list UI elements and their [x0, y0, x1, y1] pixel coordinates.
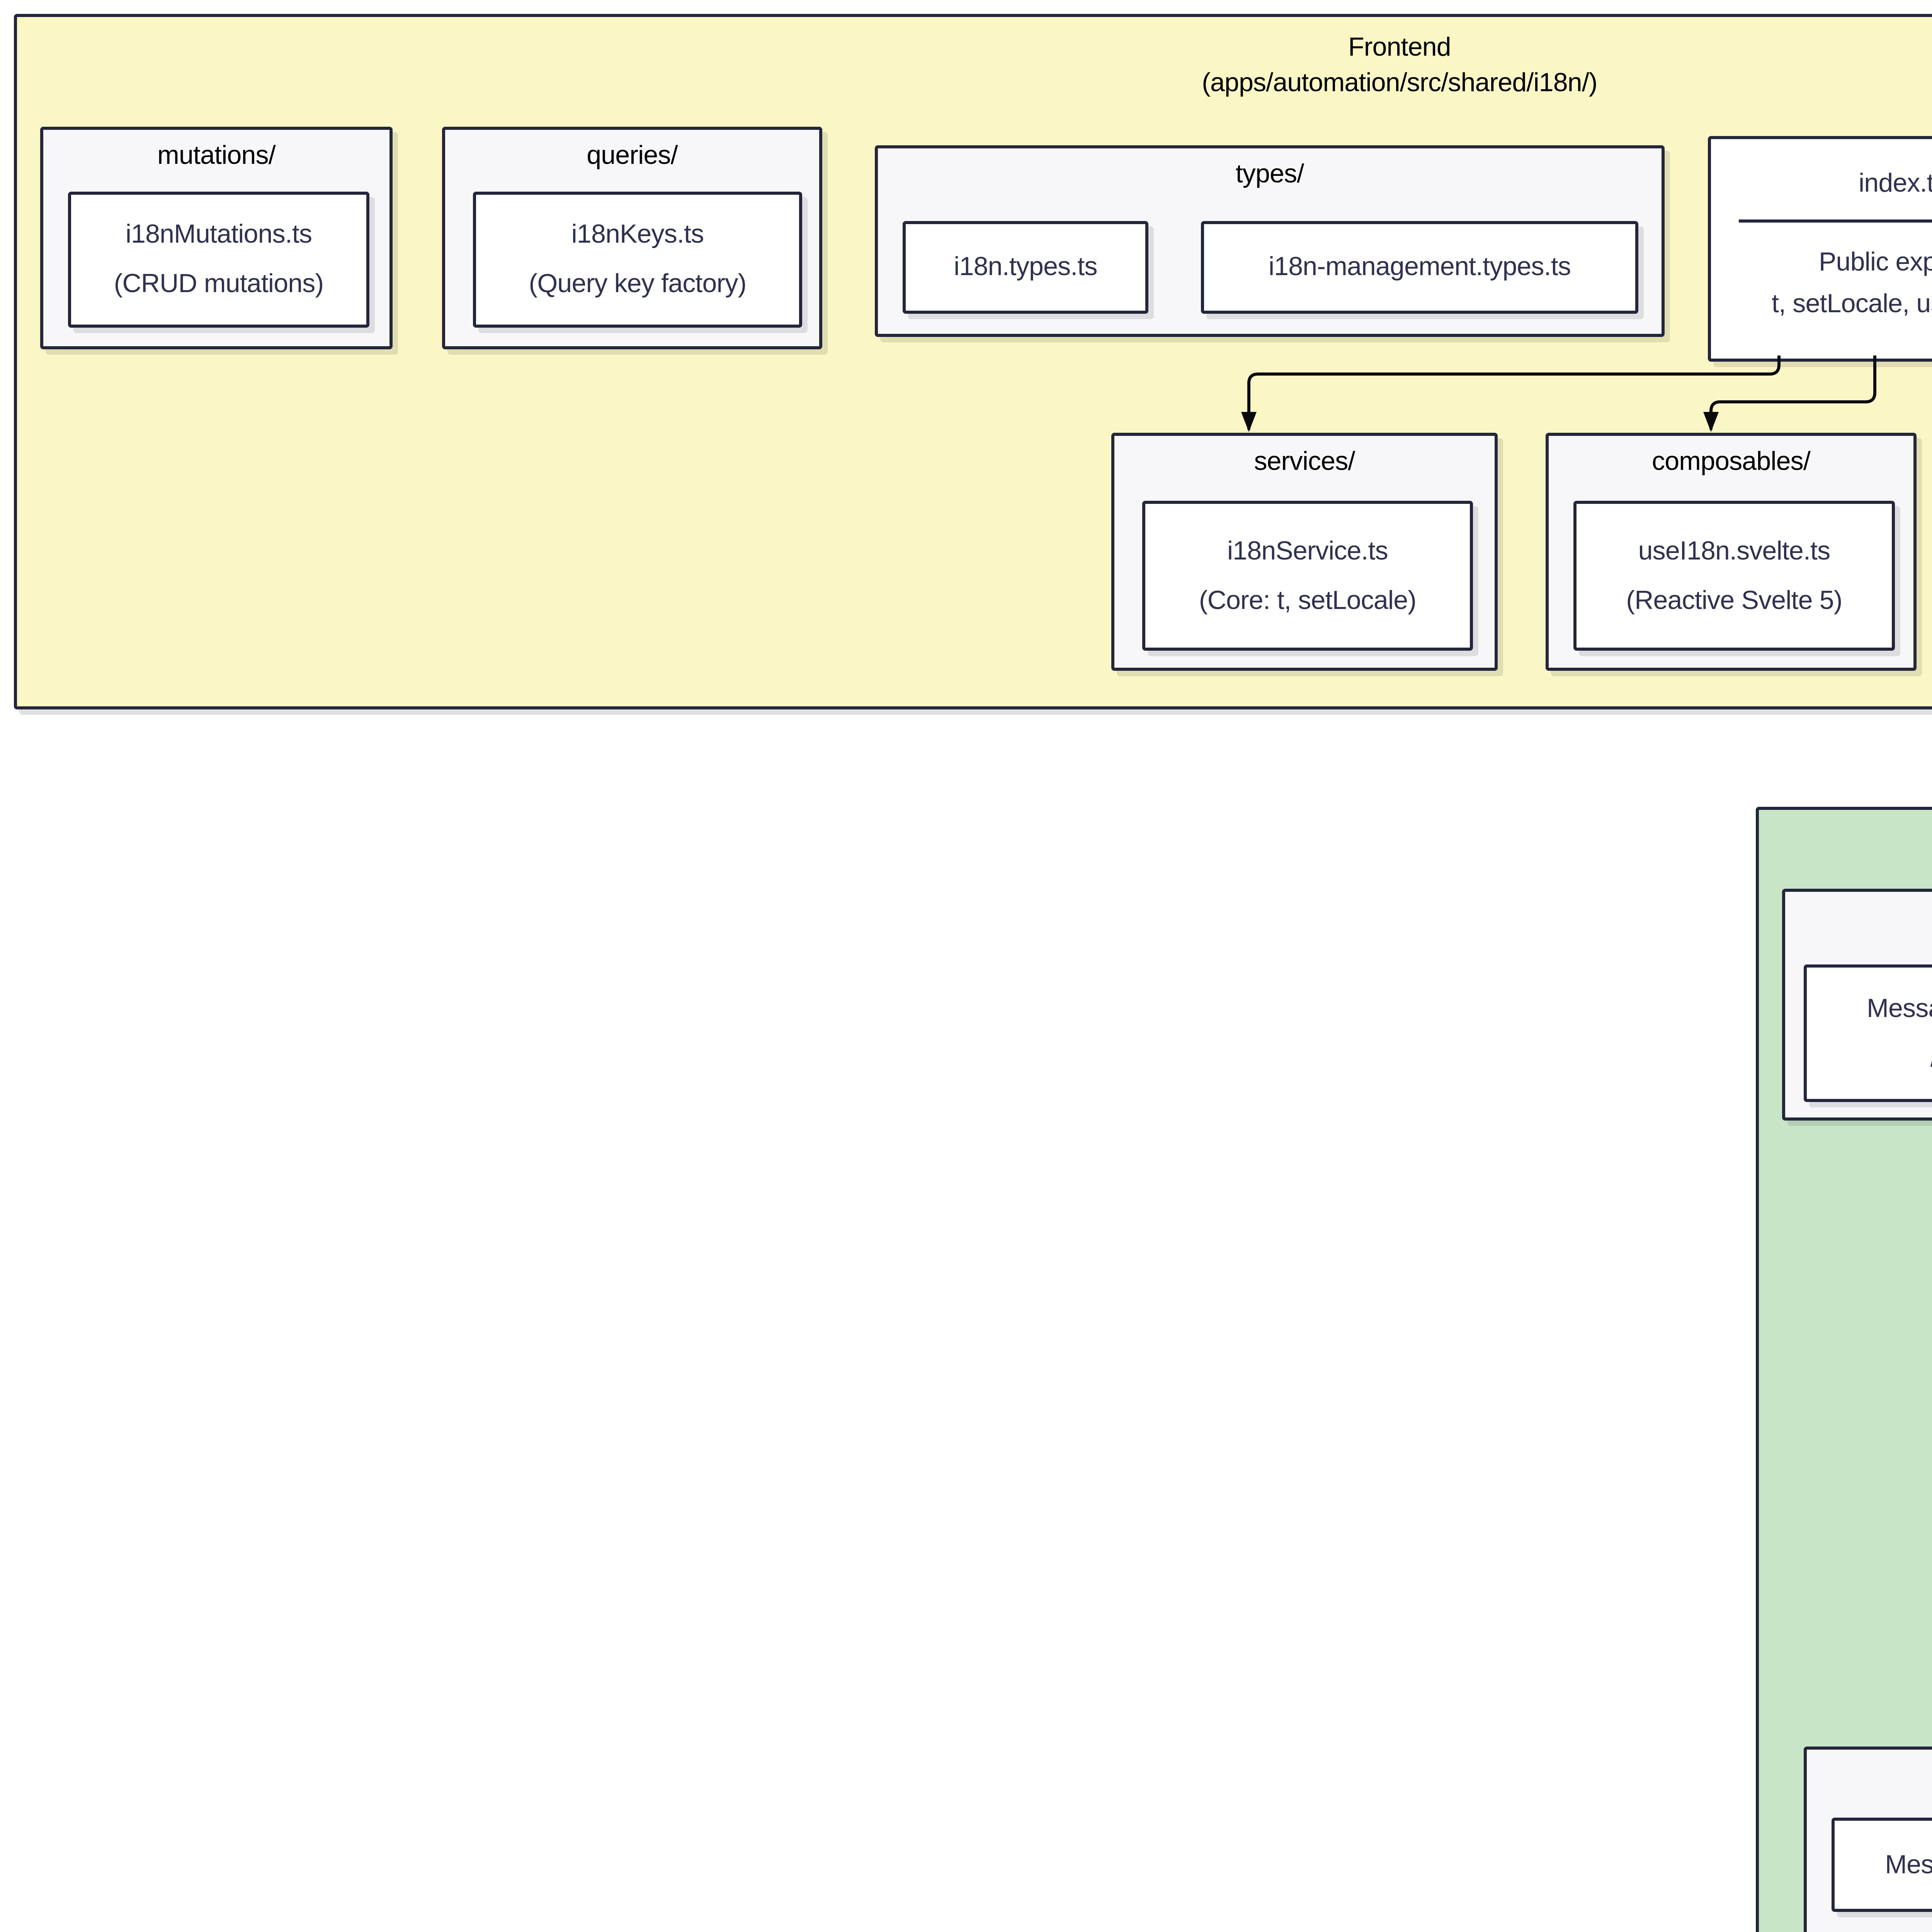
- group-mutations-label: mutations/: [157, 141, 276, 170]
- node-index-ts-title: index.ts: [1859, 168, 1932, 198]
- node-i18n-mutations: i18nMutations.ts (CRUD mutations): [68, 192, 369, 328]
- node-use-i18n-svelte: useI18n.svelte.ts (Reactive Svelte 5): [1573, 501, 1895, 651]
- group-mutations: mutations/ i18nMutations.ts (CRUD mutati…: [40, 127, 393, 349]
- node-index-ts: index.ts Public exports: t, setLocale, u…: [1708, 136, 1932, 362]
- group-composables: composables/ useI18n.svelte.ts (Reactive…: [1546, 433, 1917, 671]
- node-i18n-management-types: i18n-management.types.ts: [1201, 221, 1638, 314]
- node-i18n-service-line2: (Core: t, setLocale): [1199, 585, 1417, 614]
- group-services: services/ i18nService.ts (Core: t, setLo…: [1111, 433, 1498, 671]
- group-controllers: Controllers MessageResourceController /p…: [1782, 889, 1932, 1121]
- backend-title: Backend (Kotlin Spring): [1759, 827, 1932, 858]
- group-services-label: services/: [1254, 447, 1355, 476]
- frontend-title-line1: Frontend: [1348, 32, 1451, 62]
- node-i18n-service: i18nService.ts (Core: t, setLocale): [1142, 501, 1473, 651]
- group-controllers-label: Controllers: [1785, 903, 1932, 934]
- node-i18n-management-types-label: i18n-management.types.ts: [1268, 252, 1571, 282]
- node-message-resource-controller-line2: /public/messages: [1930, 1044, 1932, 1071]
- group-queries-label: queries/: [587, 141, 678, 170]
- node-i18n-mutations-line1: i18nMutations.ts: [125, 219, 312, 249]
- group-types-label: types/: [1235, 159, 1304, 189]
- node-i18n-keys-line2: (Query key factory): [529, 269, 747, 298]
- node-i18n-mutations-line2: (CRUD mutations): [114, 269, 324, 298]
- group-models-label: Models: [1807, 1760, 1932, 1791]
- node-use-i18n-svelte-line1: useI18n.svelte.ts: [1638, 536, 1831, 565]
- node-use-i18n-svelte-line2: (Reactive Svelte 5): [1626, 585, 1842, 614]
- node-i18n-types: i18n.types.ts: [903, 221, 1148, 314]
- node-index-ts-divider: [1739, 219, 1932, 223]
- group-composables-label: composables/: [1652, 447, 1811, 476]
- node-index-ts-body2: t, setLocale, useI18n…: [1772, 289, 1932, 318]
- node-message-resource-controller: MessageResourceController /public/messag…: [1804, 964, 1932, 1102]
- node-index-ts-body1: Public exports:: [1819, 247, 1932, 277]
- node-i18n-types-label: i18n.types.ts: [954, 252, 1097, 282]
- frontend-title-line2: (apps/automation/src/shared/i18n/): [1202, 68, 1597, 97]
- node-i18n-service-line1: i18nService.ts: [1227, 536, 1388, 565]
- node-message-dto: MessageDto (Response): [1832, 1818, 1932, 1912]
- group-models: Models MessageDto (Response) MessageReso…: [1804, 1747, 1932, 1932]
- node-message-resource-controller-line1: MessageResourceController: [1867, 993, 1932, 1023]
- group-types: types/ i18n.types.ts i18n-management.typ…: [875, 145, 1665, 337]
- node-message-dto-label: MessageDto (Response): [1885, 1849, 1932, 1879]
- node-i18n-keys-line1: i18nKeys.ts: [571, 219, 704, 249]
- group-queries: queries/ i18nKeys.ts (Query key factory): [442, 127, 822, 349]
- node-i18n-keys: i18nKeys.ts (Query key factory): [473, 192, 802, 328]
